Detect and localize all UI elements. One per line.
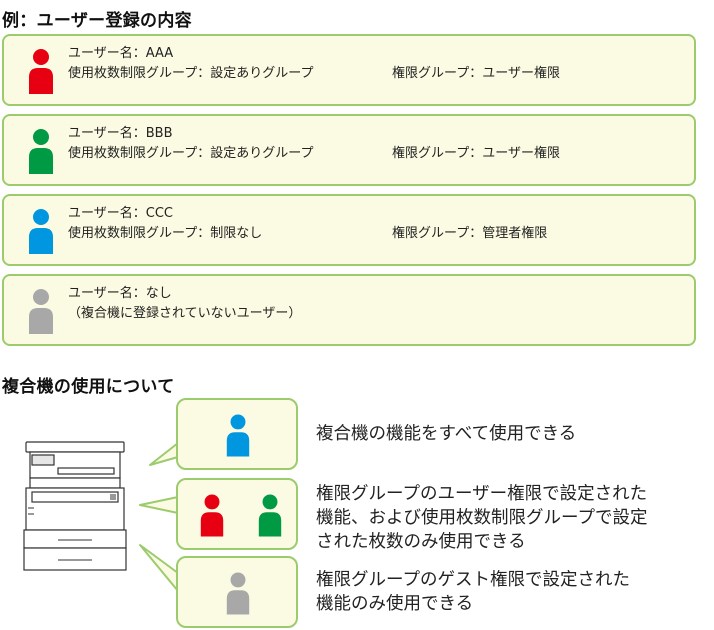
user-name: ユーザー名：AAA: [68, 46, 174, 61]
user-permission-group: 権限グループ：管理者権限: [392, 226, 548, 241]
user-quota-group: 使用枚数制限グループ：設定ありグループ: [68, 66, 314, 81]
user-card-aaa: ユーザー名：AAA 使用枚数制限グループ：設定ありグループ 権限グループ：ユーザ…: [2, 34, 696, 106]
bubble-users: [176, 478, 298, 550]
user-card-ccc: ユーザー名：CCC 使用枚数制限グループ：制限なし 権限グループ：管理者権限: [2, 194, 696, 266]
person-icon-green: [258, 494, 282, 537]
usage-heading: 複合機の使用について: [2, 377, 175, 397]
user-note: （複合機に登録されていないユーザー）: [68, 306, 302, 321]
person-icon-red: [29, 49, 53, 94]
person-icon-green: [29, 129, 53, 174]
user-name: ユーザー名：BBB: [68, 126, 173, 141]
example-heading: 例：ユーザー登録の内容: [2, 11, 192, 31]
usage-line: 権限グループのゲスト権限で設定された: [316, 570, 630, 590]
person-icon-blue: [226, 414, 250, 457]
usage-text-admin: 複合機の機能をすべて使用できる: [316, 422, 576, 446]
user-permission-group: 権限グループ：ユーザー権限: [392, 146, 560, 161]
usage-line: された枚数のみ使用できる: [316, 532, 526, 552]
usage-line: 権限グループのユーザー権限で設定された: [316, 484, 648, 504]
person-icon-gray: [226, 572, 250, 615]
user-quota-group: 使用枚数制限グループ：設定ありグループ: [68, 146, 314, 161]
usage-text-users: 権限グループのユーザー権限で設定された 機能、および使用枚数制限グループで設定 …: [316, 482, 647, 554]
usage-text-guest: 権限グループのゲスト権限で設定された 機能のみ使用できる: [316, 568, 630, 616]
usage-line: 機能のみ使用できる: [316, 594, 474, 614]
user-permission-group: 権限グループ：ユーザー権限: [392, 66, 560, 81]
user-card-bbb: ユーザー名：BBB 使用枚数制限グループ：設定ありグループ 権限グループ：ユーザ…: [2, 114, 696, 186]
user-card-unregistered: ユーザー名：なし （複合機に登録されていないユーザー）: [2, 274, 696, 346]
user-name: ユーザー名：CCC: [68, 206, 173, 221]
usage-line: 複合機の機能をすべて使用できる: [316, 424, 577, 444]
usage-line: 機能、および使用枚数制限グループで設定: [316, 508, 648, 528]
bubble-guest: [176, 556, 298, 628]
user-quota-group: 使用枚数制限グループ：制限なし: [68, 226, 263, 241]
user-name: ユーザー名：なし: [68, 286, 172, 301]
person-icon-gray: [29, 289, 53, 334]
mfp-printer-icon: [23, 441, 127, 571]
bubble-admin: [176, 398, 298, 470]
person-icon-blue: [29, 209, 53, 254]
person-icon-red: [200, 494, 224, 537]
